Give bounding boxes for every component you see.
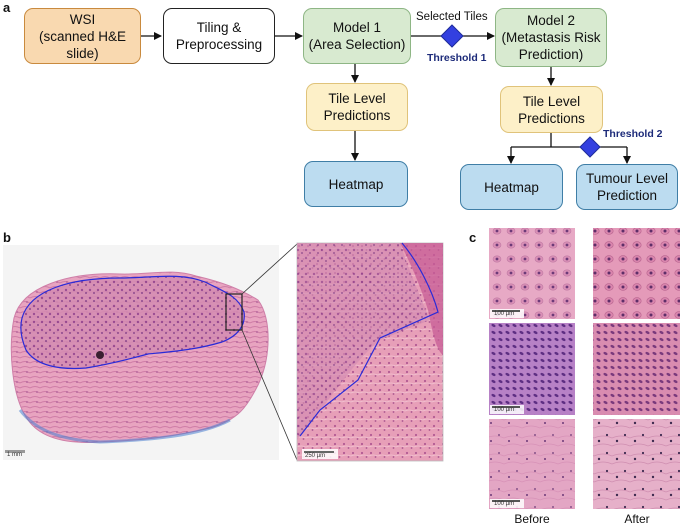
panel-label-a: a (3, 0, 11, 15)
blue-ink-margin (18, 409, 231, 444)
tile-level-predictions-2: Tile Level Predictions (500, 86, 603, 133)
scale-bar-box-2 (490, 405, 524, 414)
tile-before-3 (489, 419, 575, 509)
tile-after-3 (593, 419, 680, 509)
wsi-node: WSI (scanned H&E slide) (24, 8, 141, 64)
scale-bar-2 (492, 406, 520, 408)
after-caption: After (624, 512, 650, 526)
scale-bar-overview (5, 450, 25, 453)
tile-before-1 (489, 228, 575, 319)
tumour-annotation-outline (20, 275, 245, 370)
zoom-epidermis (400, 243, 443, 355)
tile-level-predictions-1: Tile Level Predictions (306, 83, 408, 131)
tumour-level-prediction-node: Tumour Level Prediction (576, 164, 678, 210)
heatmap-2-node: Heatmap (460, 164, 563, 210)
before-caption: Before (514, 512, 550, 526)
model-1-node: Model 1 (Area Selection) (303, 8, 411, 64)
tile-after-1 (593, 228, 680, 319)
scale-bar-3 (492, 500, 520, 502)
scale-bar-zoom-box (302, 449, 338, 459)
panel-label-c: c (469, 230, 477, 245)
heatmap-1-node: Heatmap (304, 161, 408, 207)
scale-bar-zoom (304, 451, 334, 453)
model-2-node: Model 2 (Metastasis Risk Prediction) (495, 8, 607, 67)
threshold-1-diamond (440, 24, 464, 48)
tiling-node: Tiling & Preprocessing (163, 8, 275, 64)
zoom-annotation-line (299, 242, 439, 437)
tumour-region (20, 276, 245, 369)
scale-label-c-2: 100 µm (494, 407, 515, 413)
scale-label-c-3: 100 µm (494, 501, 515, 507)
threshold-2-diamond (579, 136, 601, 158)
scale-label-c-1: 100 µm (494, 311, 515, 317)
scale-label-zoom: 250 µm (305, 453, 326, 459)
scale-bar-box-3 (490, 499, 524, 508)
scale-bar-box-1 (490, 309, 524, 318)
zoom-region-box (225, 293, 243, 331)
scale-label-overview: 1 mm (7, 452, 22, 458)
zoom-line-top (241, 243, 298, 295)
selected-tiles-label: Selected Tiles (416, 11, 488, 23)
threshold-1-label: Threshold 1 (427, 52, 487, 64)
zoom-tumour-area (297, 243, 430, 440)
threshold-2-label: Threshold 2 (603, 128, 663, 140)
tile-after-2 (593, 323, 680, 415)
panel-label-b: b (3, 230, 11, 245)
tile-before-2 (489, 323, 575, 415)
zoom-line-bottom (241, 329, 298, 461)
scale-bar-1 (492, 310, 520, 312)
dark-spot (96, 351, 104, 359)
